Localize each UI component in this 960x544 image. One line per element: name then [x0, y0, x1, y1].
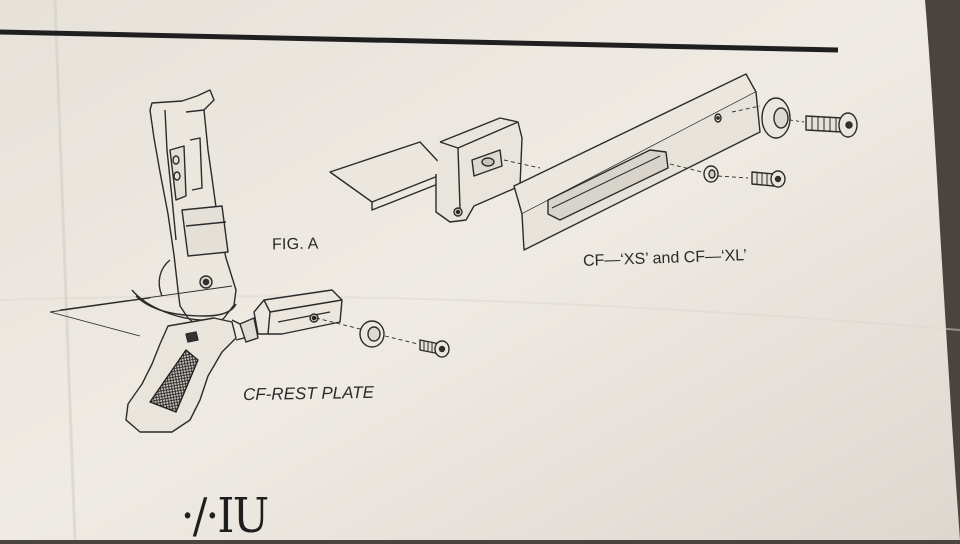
cf-rest-plate-drawing: [239, 289, 450, 358]
cf-rest-plate-label: CF-REST PLATE: [242, 382, 375, 405]
figure-label: FIG. A: [271, 235, 319, 254]
cf-rail-drawing: [513, 73, 858, 251]
pistol-frame-drawing: [49, 89, 249, 433]
paper-fold: [53, 0, 77, 540]
header-rule: [0, 29, 839, 53]
cf-rest-bracket-drawing: [329, 117, 541, 223]
handwritten-mark: ·/·IU: [180, 488, 269, 544]
